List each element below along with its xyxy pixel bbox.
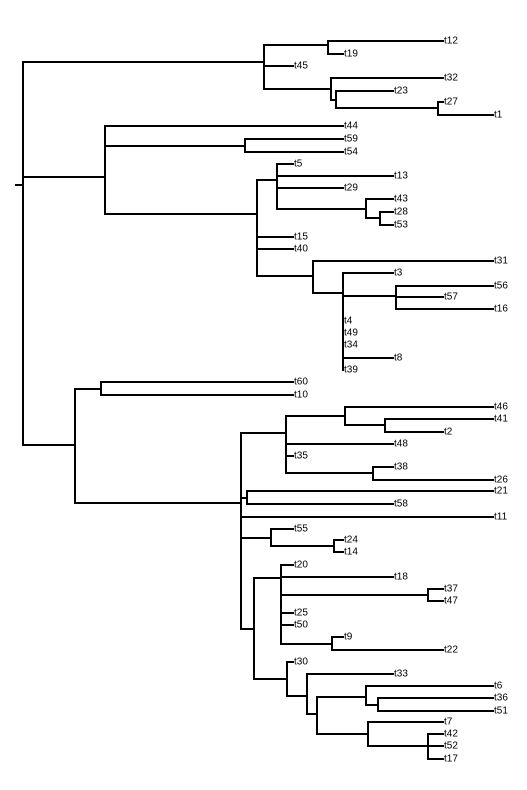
tip-label: t34 <box>344 340 358 351</box>
tip-label: t27 <box>444 97 458 108</box>
tip-label: t31 <box>494 256 508 267</box>
tip-label: t44 <box>344 121 358 132</box>
tip-label: t35 <box>294 451 308 462</box>
tip-label: t48 <box>394 439 408 450</box>
tip-label: t55 <box>294 524 308 535</box>
tip-label: t41 <box>494 414 508 425</box>
tip-label: t47 <box>444 596 458 607</box>
tip-label: t8 <box>394 353 403 364</box>
tip-label: t59 <box>344 134 358 145</box>
tip-label: t12 <box>444 36 458 47</box>
tree-branches <box>15 40 494 760</box>
tip-label: t33 <box>394 669 408 680</box>
tip-label: t58 <box>394 499 408 510</box>
tip-label: t37 <box>444 584 458 595</box>
tip-labels: t12 t19 t45 t32 t23 t27 t1 t44 t59 t54 t5 t13 t29 t43… <box>294 36 508 765</box>
tip-label: t3 <box>394 268 403 279</box>
tip-label: t26 <box>494 475 508 486</box>
tip-label: t4 <box>344 316 353 327</box>
tip-label: t10 <box>294 390 308 401</box>
tip-label: t45 <box>294 61 308 72</box>
tip-label: t42 <box>444 729 458 740</box>
tip-label: t54 <box>344 147 358 158</box>
tip-label: t36 <box>494 693 508 704</box>
tip-label: t30 <box>294 657 308 668</box>
tip-label: t21 <box>494 486 508 497</box>
tip-label: t56 <box>494 281 508 292</box>
tip-label: t9 <box>344 632 353 643</box>
tip-label: t16 <box>494 304 508 315</box>
tip-label: t50 <box>294 620 308 631</box>
tip-label: t39 <box>344 365 358 376</box>
tip-label: t20 <box>294 560 308 571</box>
tip-label: t1 <box>494 110 503 121</box>
tip-label: t43 <box>394 194 408 205</box>
tip-label: t32 <box>444 73 458 84</box>
tip-label: t15 <box>294 232 308 243</box>
tip-label: t52 <box>444 741 458 752</box>
tip-label: t51 <box>494 706 508 717</box>
tip-label: t13 <box>394 171 408 182</box>
tip-label: t49 <box>344 328 358 339</box>
tip-label: t29 <box>344 183 358 194</box>
tip-label: t38 <box>394 462 408 473</box>
tip-label: t19 <box>344 49 358 60</box>
tip-label: t28 <box>394 207 408 218</box>
tip-label: t7 <box>444 717 453 728</box>
tip-label: t24 <box>344 535 358 546</box>
tip-label: t2 <box>444 427 453 438</box>
tip-label: t5 <box>294 159 303 170</box>
tip-label: t57 <box>444 292 458 303</box>
tip-label: t14 <box>344 547 358 558</box>
tip-label: t60 <box>294 377 308 388</box>
tip-label: t11 <box>494 512 508 523</box>
tip-label: t40 <box>294 244 308 255</box>
tip-label: t18 <box>394 572 408 583</box>
tip-label: t46 <box>494 402 508 413</box>
tip-label: t6 <box>494 681 503 692</box>
tip-label: t22 <box>444 645 458 656</box>
tip-label: t17 <box>444 754 458 765</box>
tip-label: t53 <box>394 220 408 231</box>
tip-label: t23 <box>394 86 408 97</box>
tip-label: t25 <box>294 608 308 619</box>
